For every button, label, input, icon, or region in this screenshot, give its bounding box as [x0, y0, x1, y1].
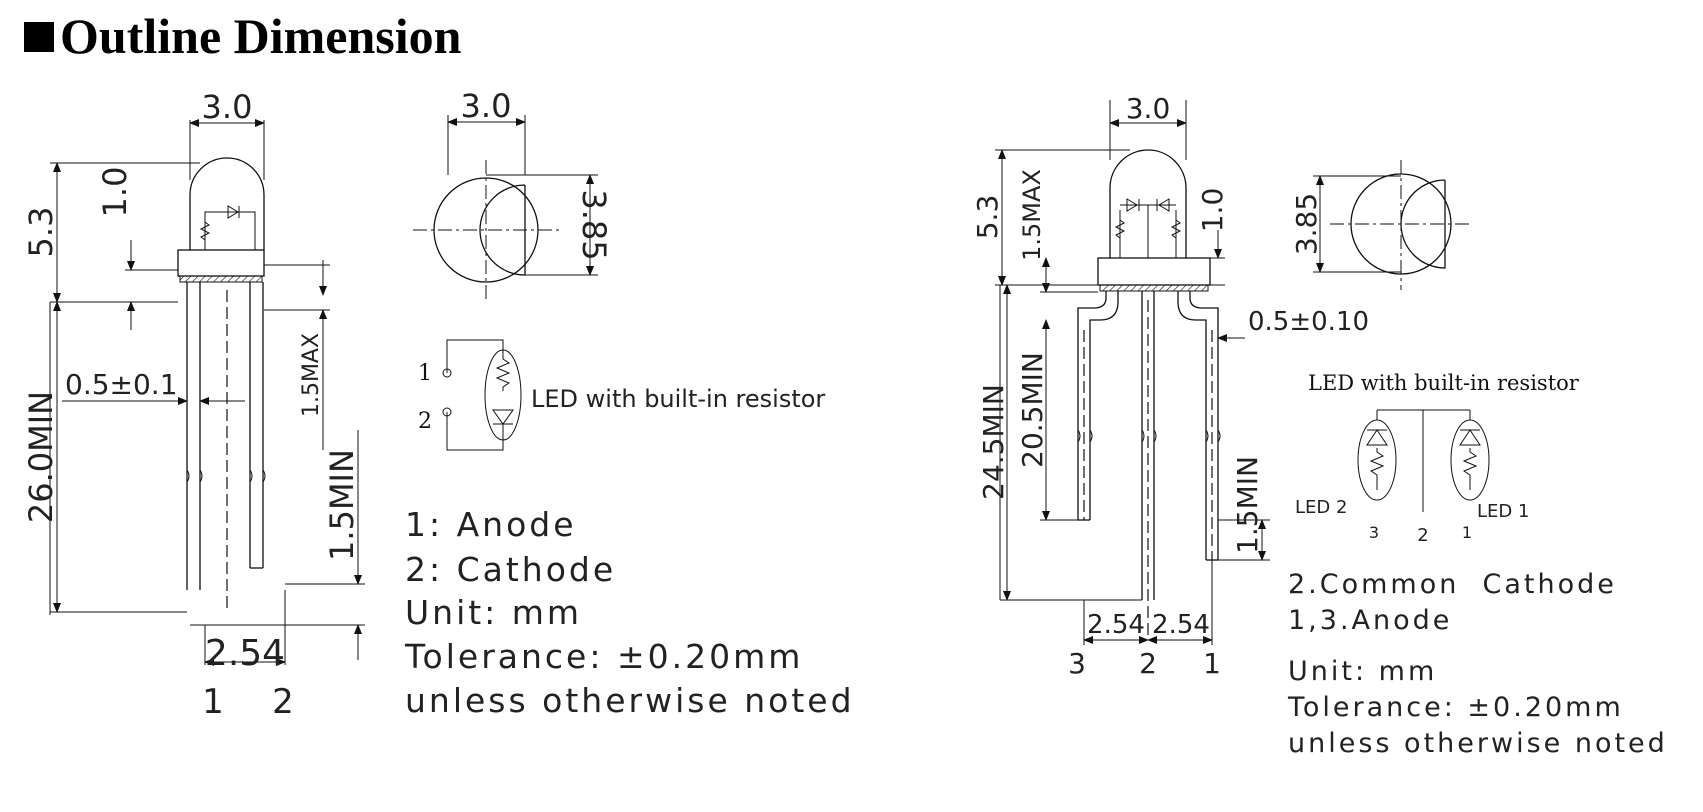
dim-right-lead-step: 1.5MIN: [1231, 456, 1264, 554]
square-bullet-icon: [24, 22, 54, 52]
right-led-side-view: 3.0 5.3 1.5MAX 1.0 0.5±0.10 24.5MIN 20.5…: [971, 92, 1369, 680]
left-schematic-label: LED with built-in resistor: [531, 385, 825, 413]
right-note-5: unless otherwise noted: [1288, 728, 1668, 759]
dim-right-flange-dia: 3.85: [1290, 193, 1323, 255]
right-note-4: Tolerance: ±0.20mm: [1287, 692, 1624, 723]
right-internal-led-symbol: [1114, 198, 1182, 258]
dim-left-lead-width: 0.5±0.1: [65, 368, 178, 401]
left-note-4: Tolerance: ±0.20mm: [404, 637, 803, 676]
dim-left-flange-dia: 3.85: [575, 189, 613, 260]
right-schematic-led1: LED 1: [1477, 501, 1529, 522]
right-schematic-pin3: 3: [1369, 523, 1379, 542]
left-led-flange: [177, 249, 265, 277]
dim-right-pitch-right: 2.54: [1152, 610, 1210, 640]
right-note-1: 2.Common Cathode: [1288, 569, 1617, 600]
left-notes: 1: Anode 2: Cathode Unit: mm Tolerance: …: [404, 505, 855, 720]
left-lead-2: [249, 282, 266, 569]
left-note-1: 1: Anode: [405, 505, 577, 544]
left-led-top-view: 3.0 3.85: [413, 87, 613, 300]
left-note-3: Unit: mm: [405, 593, 582, 632]
right-notes: 2.Common Cathode 1,3.Anode Unit: mm Tole…: [1287, 569, 1668, 759]
dim-left-pitch: 2.54: [205, 633, 285, 674]
dim-left-lead-length: 26.0MIN: [22, 391, 60, 523]
right-lead-1: [1177, 291, 1221, 561]
dim-right-height: 5.3: [971, 195, 1004, 240]
left-schematic: 1 2 LED with built-in resistor: [418, 339, 825, 451]
dim-right-pitch-left: 2.54: [1087, 610, 1145, 640]
dim-left-lead-step: 1.5MIN: [323, 449, 361, 561]
dim-left-standoff: 1.5MAX: [299, 333, 324, 417]
right-lead-2: [1141, 291, 1157, 600]
right-schematic-pin1: 1: [1462, 523, 1472, 542]
left-led-flange-hatch: [179, 275, 263, 283]
left-led-side-view: 3.0 5.3 1.0 26.0MIN 0.5±0.1 1.5MAX: [22, 88, 365, 722]
dim-left-body-width: 3.0: [202, 88, 253, 126]
right-led-top-view: 3.85: [1290, 160, 1470, 290]
page-title-text: Outline Dimension: [60, 8, 462, 64]
dim-left-top-width: 3.0: [461, 87, 512, 125]
dim-right-long-lead: 24.5MIN: [977, 384, 1010, 500]
right-note-2: 1,3.Anode: [1288, 605, 1452, 636]
right-schematic-pin2: 2: [1417, 525, 1428, 546]
left-lead-1: [186, 282, 203, 590]
dim-right-dome-flange: 1.0: [1196, 188, 1229, 233]
right-pin-label-3: 3: [1068, 647, 1086, 680]
left-schematic-pin2: 2: [418, 409, 432, 434]
right-led-flange: [1097, 257, 1211, 286]
right-led-dome: [1109, 149, 1187, 258]
left-schematic-pin1: 1: [418, 361, 432, 386]
right-pin-label-1: 1: [1203, 647, 1221, 680]
left-note-2: 2: Cathode: [405, 550, 616, 589]
left-pin-label-2: 2: [272, 682, 294, 722]
dim-left-height: 5.3: [22, 207, 60, 258]
dim-right-standoff: 1.5MAX: [1018, 169, 1046, 261]
left-internal-led-symbol: [199, 205, 256, 250]
dim-left-dome-flange: 1.0: [96, 167, 134, 218]
right-schematic: LED with built-in resistor LED 2 LED 1 3…: [1295, 371, 1580, 546]
right-schematic-led2: LED 2: [1295, 497, 1347, 518]
right-pin-label-2: 2: [1139, 647, 1157, 680]
right-led-flange-hatch: [1099, 284, 1209, 292]
left-pin-label-1: 1: [202, 682, 224, 722]
page-title: Outline Dimension: [24, 4, 461, 68]
left-note-5: unless otherwise noted: [405, 681, 855, 720]
right-note-3: Unit: mm: [1288, 656, 1437, 687]
dim-right-short-lead: 20.5MIN: [1016, 352, 1049, 468]
dim-right-lead-width: 0.5±0.10: [1248, 307, 1369, 337]
left-led-dome: [189, 157, 265, 250]
dim-right-body-width: 3.0: [1126, 92, 1171, 125]
right-schematic-title: LED with built-in resistor: [1308, 371, 1580, 395]
